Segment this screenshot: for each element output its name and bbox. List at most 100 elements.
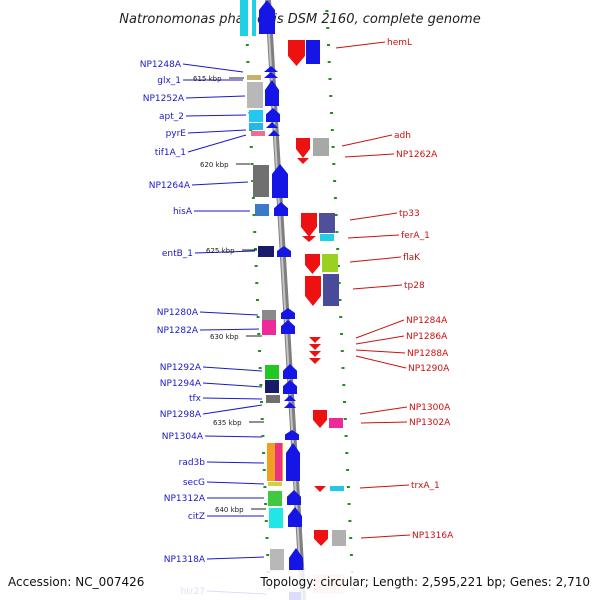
scale-dot [254, 265, 258, 267]
scale-dot [342, 384, 346, 386]
gene-label-right: NP1284A [406, 316, 448, 326]
scale-dot [255, 282, 259, 284]
scale-dot [258, 367, 262, 369]
leader-line [344, 153, 395, 158]
gene-block [248, 0, 252, 36]
reverse-gene-arrow [314, 530, 328, 546]
scale-dot [348, 520, 352, 522]
gene-block [247, 75, 261, 80]
leader-line [359, 406, 408, 415]
scale-dot [256, 299, 259, 301]
leader-line [206, 481, 265, 485]
scale-dot [340, 350, 344, 352]
gene-label-left: tfx [189, 394, 202, 404]
scale-dot [337, 282, 341, 284]
forward-chevron [264, 66, 278, 72]
forward-chevron [284, 402, 296, 408]
scale-dot [257, 333, 261, 335]
scale-dot [335, 231, 339, 233]
gene-label-left: NP1248A [140, 60, 182, 70]
forward-gene-arrow [283, 380, 297, 394]
forward-gene-arrow [259, 0, 275, 34]
gene-block [329, 418, 343, 428]
scale-dot [327, 44, 330, 46]
scale-dot [333, 180, 337, 182]
forward-gene-arrow [281, 320, 295, 334]
scale-dot [265, 537, 269, 539]
scale-dot [347, 503, 351, 505]
gene-label-right: trxA_1 [411, 481, 440, 491]
leader-line [355, 355, 407, 369]
gene-block [269, 508, 283, 528]
scale-dot [263, 486, 267, 488]
leader-line [347, 234, 400, 239]
gene-blocks [240, 0, 346, 600]
scale-dot [253, 248, 257, 250]
gene-block [306, 40, 320, 64]
gene-block [251, 131, 265, 136]
accession-text: Accession: NC_007426 [8, 575, 144, 589]
gene-block [262, 320, 276, 335]
kbp-tick-label: 630 kbp [210, 333, 239, 341]
reverse-chevron [314, 486, 326, 492]
right-gene-labels: hemLadhNP1262Atp33ferA_1flaKtp28NP1284AN… [387, 38, 454, 541]
scale-dot [262, 452, 266, 454]
leader-line [206, 461, 265, 464]
reverse-gene-arrow [305, 276, 321, 306]
genome-stats-text: Topology: circular; Length: 2,595,221 bp… [259, 575, 590, 589]
scale-dot [252, 214, 256, 216]
leader-line [187, 134, 247, 153]
reverse-chevron [309, 358, 321, 364]
leader-line [187, 129, 247, 134]
left-leader-lines [182, 63, 267, 595]
scale-dot [246, 61, 250, 63]
gene-label-left: NP1294A [160, 379, 202, 389]
forward-chevron [266, 122, 278, 128]
gene-block [262, 310, 276, 320]
gene-label-left: secG [183, 478, 205, 488]
gene-label-left: hisA [173, 207, 193, 217]
leader-line [341, 134, 393, 147]
gene-block [319, 213, 335, 233]
forward-gene-arrow [289, 548, 303, 570]
gene-label-left: pyrE [166, 129, 187, 139]
forward-gene-arrow [288, 507, 302, 527]
gene-block [313, 138, 329, 156]
forward-chevron [264, 72, 278, 78]
scale-dot [330, 129, 334, 131]
kbp-tick-label: 635 kbp [213, 419, 242, 427]
gene-label-right: NP1262A [396, 150, 438, 160]
gene-block [265, 380, 279, 393]
leader-line [355, 335, 405, 345]
scale-dot [334, 214, 338, 216]
leader-line [202, 397, 263, 400]
leader-line [202, 404, 263, 415]
forward-gene-arrow [272, 164, 288, 198]
leader-line [352, 284, 403, 290]
gene-block [258, 246, 274, 257]
leader-line [191, 181, 249, 186]
gene-block [249, 110, 263, 122]
gene-label-right: tp33 [399, 209, 420, 219]
gene-label-right: NP1286A [406, 332, 448, 342]
leader-line [194, 250, 256, 254]
gene-block [265, 365, 279, 379]
leader-line [199, 311, 259, 316]
scale-dot [343, 401, 346, 403]
gene-label-left: NP1318A [164, 555, 206, 565]
gene-label-right: NP1316A [412, 531, 454, 541]
gene-block [253, 165, 269, 197]
gene-label-right: hemL [387, 38, 412, 48]
gene-label-left: NP1264A [149, 181, 191, 191]
reverse-chevron [309, 344, 321, 350]
gene-label-left: NP1280A [157, 308, 199, 318]
gene-block [330, 486, 344, 491]
scale-dot [338, 299, 342, 301]
scale-dot [259, 384, 263, 386]
gene-block [322, 254, 338, 272]
scale-dot [260, 418, 264, 420]
gene-label-right: NP1302A [409, 418, 451, 428]
leader-line [185, 114, 247, 117]
scale-dot [333, 197, 337, 199]
